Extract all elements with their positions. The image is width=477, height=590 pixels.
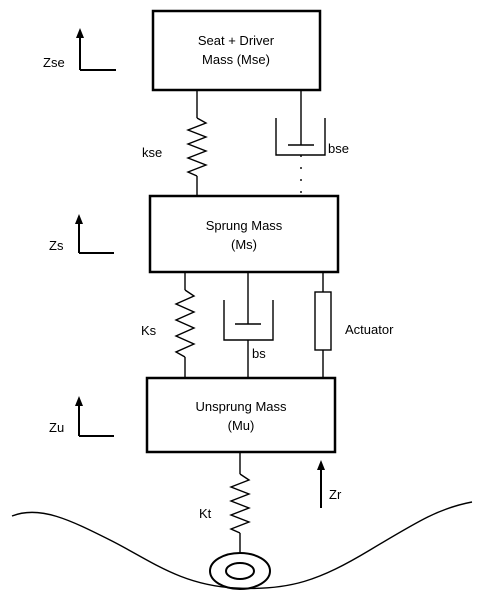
sprung-mass-label-line1: Sprung Mass (206, 218, 283, 233)
kt-label: Kt (199, 506, 212, 521)
seat-mass-label-line1: Seat + Driver (198, 33, 275, 48)
bs-label: bs (252, 346, 266, 361)
zs-label: Zs (49, 238, 64, 253)
zu-displacement-arrow (75, 396, 114, 437)
unsprung-mass-label-line1: Unsprung Mass (195, 399, 287, 414)
kse-label: kse (142, 145, 162, 160)
seat-spring (186, 90, 208, 196)
tire-spring (229, 452, 251, 556)
zs-displacement-arrow (75, 214, 114, 254)
sprung-mass-box (148, 194, 340, 274)
seat-driver-mass-box (151, 9, 322, 92)
unsprung-mass-label-line2: (Mu) (228, 418, 255, 433)
suspension-spring (174, 272, 196, 378)
zse-label: Zse (43, 55, 65, 70)
road-surface (11, 501, 473, 590)
bse-label: bse (328, 141, 349, 156)
sprung-mass-label-line2: (Ms) (231, 237, 257, 252)
zr-label: Zr (329, 487, 342, 502)
seat-damper (275, 90, 326, 196)
unsprung-mass-box (145, 376, 337, 454)
actuator (314, 272, 332, 378)
actuator-label: Actuator (345, 322, 394, 337)
ks-label: Ks (141, 323, 157, 338)
seat-mass-label-line2: Mass (Mse) (202, 52, 270, 67)
suspension-damper (223, 272, 274, 378)
zr-road-input-arrow (317, 460, 325, 508)
tire-wheel (209, 552, 271, 590)
zse-displacement-arrow (76, 28, 116, 71)
zu-label: Zu (49, 420, 64, 435)
